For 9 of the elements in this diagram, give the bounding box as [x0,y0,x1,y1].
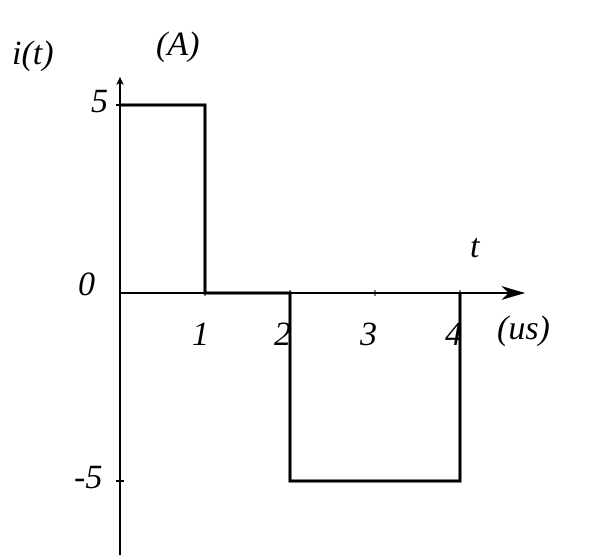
axis-label: t [470,230,480,264]
tick-label: 1 [192,318,209,352]
tick-label: 5 [91,85,108,119]
axis-label: i(t) [12,37,54,71]
unit-label: (us) [497,312,550,346]
tick-label: 0 [78,268,95,302]
unit-label: (A) [156,28,200,62]
tick-label: 3 [360,318,377,352]
tick-label: -5 [74,461,102,495]
